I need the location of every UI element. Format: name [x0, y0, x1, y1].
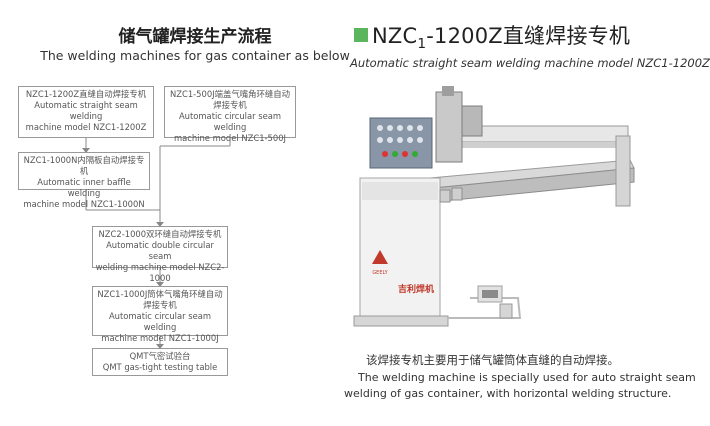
step-line: NZC1-1000J筒体气嘴角环缝自动: [97, 289, 223, 299]
step-line: Automatic double circular seam: [106, 240, 214, 261]
description-cn: 该焊接专机主要用于储气罐筒体直缝的自动焊接。: [366, 353, 619, 367]
product-subtitle: Automatic straight seam welding machine …: [350, 56, 710, 70]
flow-step-qmt: QMT气密试验台 QMT gas-tight testing table: [92, 348, 228, 376]
flowchart-title-en: The welding machines for gas container a…: [40, 48, 350, 63]
step-line: NZC2-1000双环缝自动焊接专机: [98, 229, 222, 239]
step-line: Automatic circular seam welding: [178, 111, 282, 132]
description-en-line-1: The welding machine is specially used fo…: [358, 371, 696, 384]
flow-step-nzc1-500j: NZC1-500J端盖气嘴角环缝自动 焊接专机 Automatic circul…: [164, 86, 296, 143]
step-line: machine model NZC1-1000J: [101, 333, 219, 343]
machine-column: [359, 177, 441, 319]
flow-step-nzc1-1000n: NZC1-1000N内隔板自动焊接专机 Automatic inner baff…: [18, 152, 150, 209]
step-line: machine model NZC1-1000N: [23, 199, 145, 209]
description-en-line-2: welding of gas container, with horizonta…: [344, 387, 672, 400]
step-line: QMT gas-tight testing table: [102, 362, 218, 372]
step-line: QMT气密试验台: [129, 351, 191, 361]
step-line: 焊接专机: [213, 100, 247, 110]
accent-square: [354, 28, 368, 42]
step-line: Automatic inner baffle welding: [37, 177, 131, 198]
brand-name: 吉利焊机: [398, 283, 434, 295]
step-line: machine model NZC1-1200Z: [25, 122, 147, 132]
step-line: Automatic circular seam welding: [108, 311, 212, 332]
step-line: welding machine model NZC2-1000: [95, 262, 225, 283]
welding-torch: [435, 91, 463, 163]
brand-logo-icon: [372, 250, 388, 264]
step-line: Automatic straight seam welding: [34, 100, 138, 121]
flow-step-nzc2-1000: NZC2-1000双环缝自动焊接专机 Automatic double circ…: [92, 226, 228, 283]
step-line: 焊接专机: [143, 300, 177, 310]
product-title-cn: 直缝焊接专机: [502, 24, 631, 48]
welding-machine-image: GEELY 吉利焊机: [353, 86, 635, 327]
flow-step-nzc1-1000j: NZC1-1000J筒体气嘴角环缝自动 焊接专机 Automatic circu…: [92, 286, 228, 343]
flow-step-nzc1-1200z: NZC1-1200Z直缝自动焊接专机 Automatic straight se…: [18, 86, 154, 138]
flowchart-title-cn: 储气罐焊接生产流程: [118, 27, 272, 47]
product-title: NZC1-1200Z直缝焊接专机: [372, 24, 631, 53]
step-line: NZC1-1200Z直缝自动焊接专机: [25, 89, 147, 99]
step-line: machine model NZC1-500J: [173, 133, 287, 143]
step-line: NZC1-500J端盖气嘴角环缝自动: [169, 89, 291, 99]
svg-text:GEELY: GEELY: [372, 270, 388, 276]
step-line: NZC1-1000N内隔板自动焊接专机: [23, 155, 145, 176]
